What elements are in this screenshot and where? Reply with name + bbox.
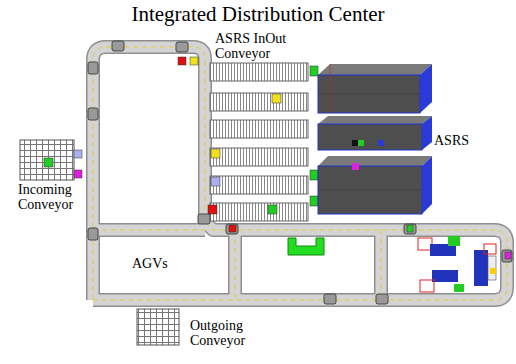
outgoing-conveyor [137,309,179,345]
agv-vehicles [88,41,512,304]
conveyor-label: ASRS InOut Conveyor [215,31,311,61]
agv-loads [178,57,511,259]
asrs-inout-conveyor [210,63,308,221]
agv-label: AGVs [132,256,192,271]
green-station [288,238,324,255]
incoming-conveyor [20,140,82,180]
conveyor-label: Incoming Conveyor [18,182,84,212]
diagram-title: Integrated Distribution Center [0,2,516,27]
asrs-label: ASRS [434,133,494,148]
agv-track [93,47,507,300]
work-stations [418,236,496,292]
conveyor-loads [208,66,318,214]
asrs-racks [318,64,432,214]
conveyor-label: Outgoing Conveyor [190,318,264,348]
